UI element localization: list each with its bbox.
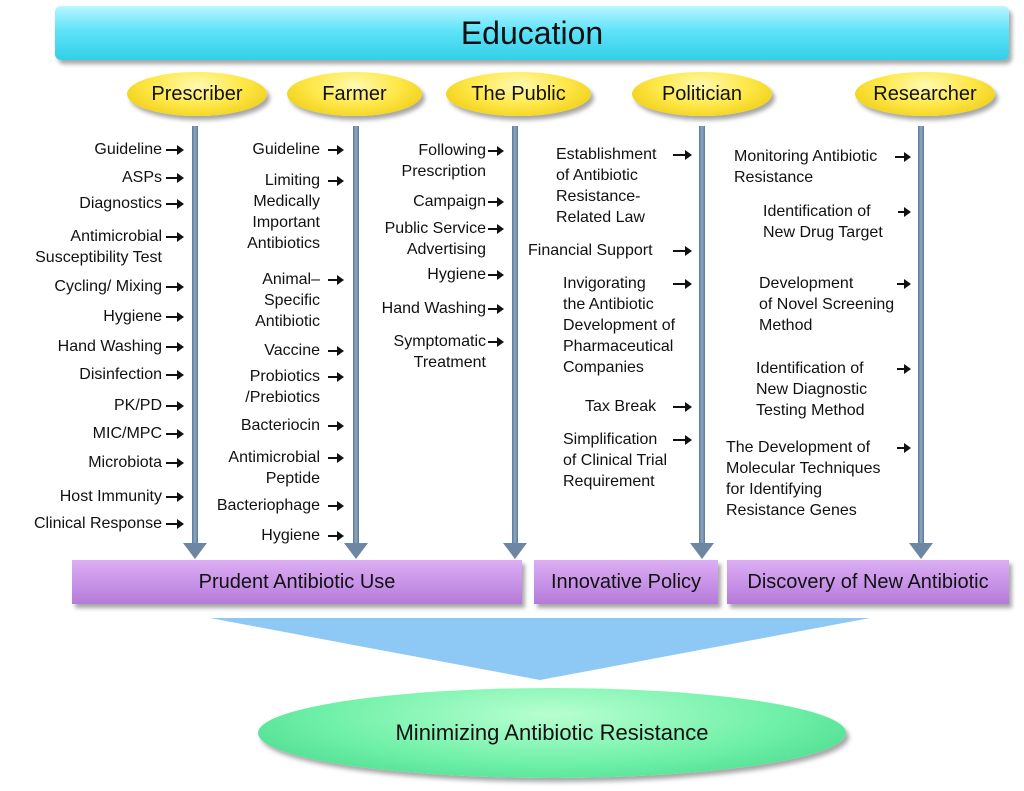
prescriber-item-0-arrow xyxy=(166,145,184,155)
public-item-0: Following Prescription xyxy=(401,142,486,180)
public-item-3: Hygiene xyxy=(427,266,486,283)
researcher-item-3-arrow xyxy=(897,364,911,374)
politician-item-2-arrow xyxy=(673,279,692,289)
arrow-prescriber-head xyxy=(183,543,207,559)
researcher-item-2: Development of Novel Screening Method xyxy=(759,275,895,334)
farmer-item-7-arrow xyxy=(328,501,344,511)
farmer-item-8-arrow xyxy=(328,531,344,541)
outcome-innovative-policy: Innovative Policy xyxy=(534,560,718,604)
politician-item-3-arrow xyxy=(673,402,692,412)
farmer-item-0-arrow xyxy=(328,145,344,155)
farmer-item-4-arrow xyxy=(328,372,344,382)
researcher-item-3: Identification of New Diagnostic Testing… xyxy=(756,360,868,419)
arrow-politician-head xyxy=(690,543,714,559)
farmer-item-2-arrow xyxy=(328,275,344,285)
arrow-politician-shaft xyxy=(699,126,705,546)
farmer-item-7: Bacteriophage xyxy=(216,497,320,514)
prescriber-item-11-arrow xyxy=(166,492,184,502)
public-item-2-arrow xyxy=(488,224,504,234)
politician-item-0-arrow xyxy=(673,150,692,160)
prescriber-item-6: Hand Washing xyxy=(57,338,162,355)
researcher-item-2-arrow xyxy=(897,279,911,289)
researcher-item-0-arrow xyxy=(895,152,911,162)
goal-ellipse: Minimizing Antibiotic Resistance xyxy=(258,688,846,778)
stakeholder-public: The Public xyxy=(446,72,591,116)
stakeholder-politician: Politician xyxy=(632,72,772,116)
prescriber-item-3-arrow xyxy=(166,232,184,242)
prescriber-item-9-arrow xyxy=(166,429,184,439)
public-item-4: Hand Washing xyxy=(381,300,486,317)
stakeholder-prescriber: Prescriber xyxy=(127,72,267,116)
arrow-public-shaft xyxy=(512,126,518,546)
public-item-2: Public Service Advertising xyxy=(384,220,486,258)
arrow-researcher-shaft xyxy=(918,126,924,546)
prescriber-item-9: MIC/MPC xyxy=(92,425,162,442)
public-item-1-arrow xyxy=(488,197,504,207)
convergence-funnel xyxy=(210,618,870,680)
prescriber-item-6-arrow xyxy=(166,342,184,352)
public-item-4-arrow xyxy=(488,304,504,314)
politician-item-2: Invigorating the Antibiotic Development … xyxy=(563,275,676,376)
prescriber-item-5-arrow xyxy=(166,312,184,322)
arrow-farmer-head xyxy=(344,543,368,559)
arrow-prescriber-shaft xyxy=(192,126,198,546)
farmer-item-1-arrow xyxy=(328,176,344,186)
farmer-item-6-arrow xyxy=(328,453,344,463)
farmer-item-3: Vaccine xyxy=(264,342,320,359)
education-banner: Education xyxy=(55,6,1009,60)
politician-item-3: Tax Break xyxy=(585,398,657,415)
farmer-item-0: Guideline xyxy=(252,141,320,158)
farmer-item-1: Limiting Medically Important Antibiotics xyxy=(247,172,320,252)
prescriber-item-12: Clinical Response xyxy=(33,515,162,532)
outcome-prudent-use: Prudent Antibiotic Use xyxy=(72,560,522,604)
prescriber-item-4-arrow xyxy=(166,282,184,292)
arrow-researcher-head xyxy=(909,543,933,559)
prescriber-item-8: PK/PD xyxy=(113,397,162,414)
prescriber-item-1: ASPs xyxy=(121,169,162,186)
public-item-5-arrow xyxy=(488,337,504,347)
researcher-item-1-arrow xyxy=(898,207,911,217)
researcher-item-4: The Development of Molecular Techniques … xyxy=(726,439,881,519)
politician-item-1: Financial Support xyxy=(528,242,653,259)
prescriber-item-10-arrow xyxy=(166,458,184,468)
farmer-item-4: Probiotics /Prebiotics xyxy=(245,368,320,406)
researcher-item-1: Identification of New Drug Target xyxy=(763,203,883,241)
prescriber-item-1-arrow xyxy=(166,173,184,183)
public-item-3-arrow xyxy=(488,270,504,280)
public-item-5: Symptomatic Treatment xyxy=(393,333,486,371)
prescriber-item-8-arrow xyxy=(166,401,184,411)
public-item-1: Campaign xyxy=(413,193,486,210)
farmer-item-5: Bacteriocin xyxy=(240,417,320,434)
prescriber-item-7: Disinfection xyxy=(79,366,162,383)
politician-item-4-arrow xyxy=(673,435,692,445)
arrow-public-head xyxy=(503,543,527,559)
arrow-farmer-shaft xyxy=(353,126,359,546)
farmer-item-3-arrow xyxy=(328,346,344,356)
researcher-item-0: Monitoring Antibiotic Resistance xyxy=(734,148,878,186)
politician-item-0: Establishment of Antibiotic Resistance- … xyxy=(556,146,657,226)
public-item-0-arrow xyxy=(488,146,504,156)
prescriber-item-4: Cycling/ Mixing xyxy=(54,278,162,295)
prescriber-item-5: Hygiene xyxy=(103,308,162,325)
farmer-item-6: Antimicrobial Peptide xyxy=(228,449,320,487)
farmer-item-2: Animal– Specific Antibiotic xyxy=(255,271,320,330)
prescriber-item-3: Antimicrobial Susceptibility Test xyxy=(35,228,162,266)
prescriber-item-0: Guideline xyxy=(94,141,162,158)
farmer-item-5-arrow xyxy=(328,421,344,431)
prescriber-item-12-arrow xyxy=(166,519,184,529)
prescriber-item-10: Microbiota xyxy=(88,454,162,471)
prescriber-item-2-arrow xyxy=(166,199,184,209)
outcome-discovery: Discovery of New Antibiotic xyxy=(727,560,1009,604)
stakeholder-researcher: Researcher xyxy=(855,72,995,116)
prescriber-item-7-arrow xyxy=(166,370,184,380)
politician-item-4: Simplification of Clinical Trial Require… xyxy=(563,431,668,490)
prescriber-item-2: Diagnostics xyxy=(79,195,162,212)
stakeholder-farmer: Farmer xyxy=(287,72,422,116)
researcher-item-4-arrow xyxy=(897,443,911,453)
politician-item-1-arrow xyxy=(673,246,692,256)
farmer-item-8: Hygiene xyxy=(261,527,320,544)
prescriber-item-11: Host Immunity xyxy=(59,488,162,505)
